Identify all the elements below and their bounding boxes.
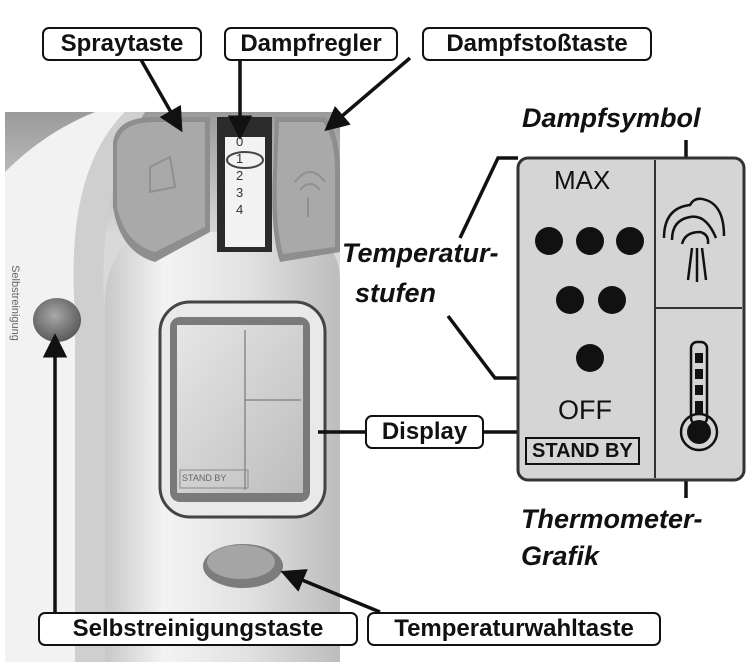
dial-number: 3	[236, 185, 244, 200]
label-dampfstosstaste: Dampfstoßtaste	[422, 27, 652, 61]
temp-dot-row1-a	[535, 227, 563, 255]
dial-number: 4	[236, 202, 244, 217]
steam-symbol-icon	[662, 197, 726, 282]
temp-dot-row2-a	[556, 286, 584, 314]
temp-dot-row1-c	[616, 227, 644, 255]
temp-dot-row2-b	[598, 286, 626, 314]
lcd-standby-label: STAND BY	[525, 437, 640, 465]
label-display: Display	[365, 415, 484, 449]
label-dampfregler: Dampfregler	[224, 27, 398, 61]
arrow-dampfstosstaste	[324, 56, 412, 132]
label-temperaturstufen-1: Temperatur-	[342, 238, 499, 268]
dial-number: 2	[236, 168, 244, 183]
photo-screen-standby: STAND BY	[182, 473, 227, 483]
label-selbstreinigungstaste: Selbstreinigungstaste	[38, 612, 358, 646]
arrow-spraytaste	[138, 57, 183, 133]
arrow-temperaturwahltaste	[280, 569, 381, 614]
lcd-panel	[516, 156, 746, 482]
dial-numbers: 0 1 2 3 4	[236, 133, 243, 218]
label-dampfsymbol: Dampfsymbol	[522, 103, 701, 133]
temp-dot-row1-b	[576, 227, 604, 255]
label-temperaturstufen-2: stufen	[355, 278, 436, 308]
label-spraytaste: Spraytaste	[42, 27, 202, 61]
lcd-off-label: OFF	[558, 395, 612, 425]
thermometer-icon	[679, 340, 719, 452]
bracket-temp-top	[458, 156, 518, 239]
label-thermometer-1: Thermometer-	[521, 504, 703, 534]
iron-photo-drawing	[5, 112, 340, 662]
dial-number: 1	[236, 151, 244, 166]
iron-photo: 0 1 2 3 4 Selbstreinigung STAND BY	[5, 112, 340, 662]
temp-dot-row3-a	[576, 344, 604, 372]
label-temperaturwahltaste: Temperaturwahltaste	[367, 612, 661, 646]
bracket-temp-bottom	[446, 314, 518, 380]
temperature-dots	[535, 227, 644, 372]
lcd-max-label: MAX	[554, 165, 611, 195]
dial-number: 0	[236, 134, 244, 149]
label-thermometer-2: Grafik	[521, 541, 600, 571]
